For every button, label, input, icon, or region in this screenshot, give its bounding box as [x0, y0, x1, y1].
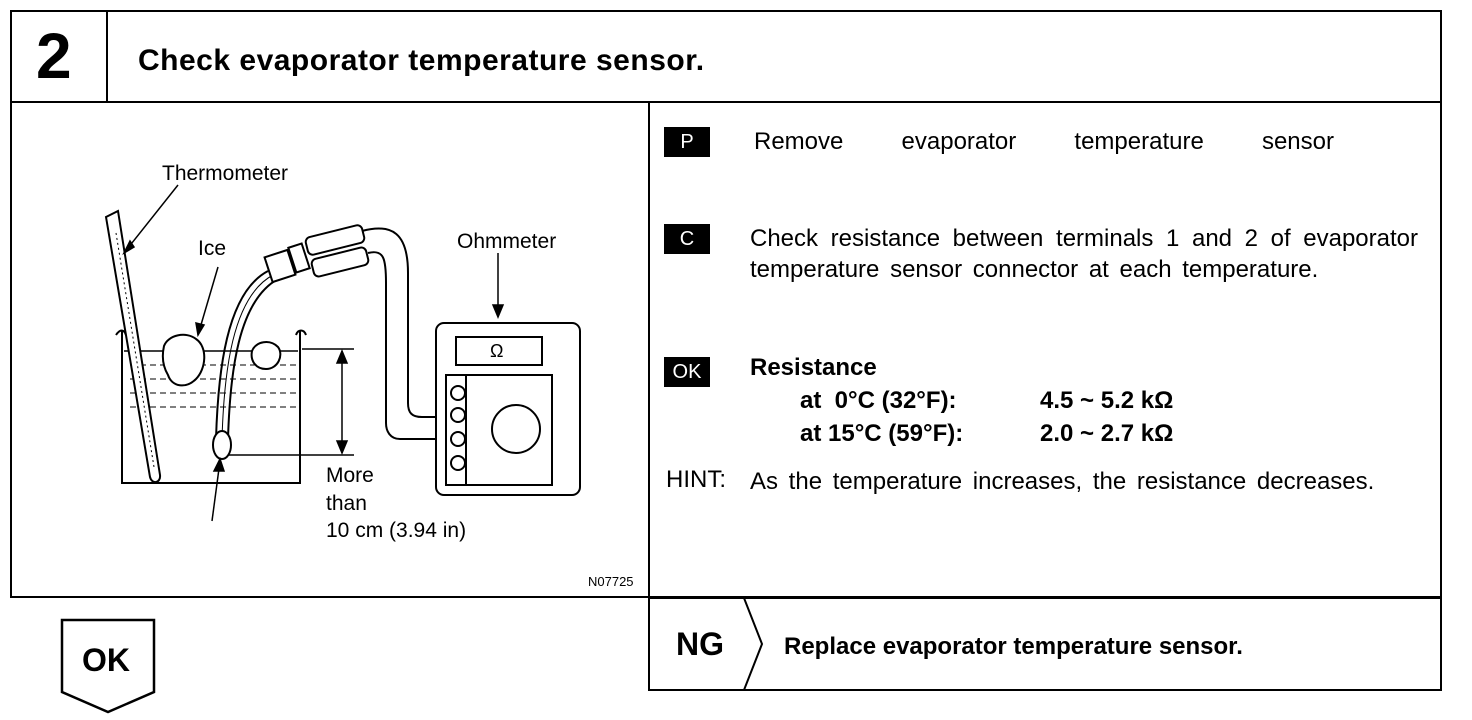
thermometer-label: Thermometer: [162, 162, 289, 185]
sensor-probe: [212, 270, 279, 460]
ng-result-box: [648, 597, 1442, 691]
ok-result-label: OK: [82, 642, 130, 678]
c-badge: C: [664, 224, 710, 254]
ng-divider-arrow: [743, 598, 764, 690]
hint-label: HINT:: [666, 466, 726, 493]
distance-label-line2: than: [326, 492, 367, 515]
figure-id: N07725: [588, 574, 634, 589]
test-leads: [361, 227, 450, 440]
procedure-box: [648, 101, 1442, 598]
remove-instruction: Remove evaporator temperature sensor: [754, 128, 1334, 155]
ng-label: NG: [676, 626, 724, 662]
distance-label-line1: More: [326, 464, 374, 487]
distance-label-line3: 10 cm (3.94 in): [326, 519, 467, 542]
depth-dimension: [222, 348, 354, 456]
ohmmeter: [435, 322, 581, 496]
ohmmeter-label: Ohmmeter: [457, 230, 557, 253]
resistance-condition-2: at 15°C (59°F):: [800, 420, 964, 447]
ice-cube: [250, 341, 282, 371]
sensor-test-diagram: [104, 184, 581, 522]
sensor-connector: [263, 224, 370, 284]
step-title: Check evaporator temperature sensor.: [138, 44, 705, 77]
ng-action-text: Replace evaporator temperature sensor.: [784, 633, 1243, 660]
ice-cube: [161, 333, 206, 387]
resistance-condition-1: at 0°C (32°F):: [800, 387, 957, 414]
thermometer: [104, 209, 162, 483]
ok-result-box: [60, 618, 156, 714]
p-badge: P: [664, 127, 710, 157]
resistance-value-2: 2.0 ~ 2.7 kΩ: [1040, 420, 1174, 447]
ohm-symbol: Ω: [490, 341, 504, 361]
leader-lines: [122, 184, 505, 522]
check-instruction: Check resistance between terminals 1 and…: [750, 225, 1418, 283]
hint-text: As the temperature increases, the resist…: [750, 468, 1375, 495]
resistance-value-1: 4.5 ~ 5.2 kΩ: [1040, 387, 1174, 414]
ice-label: Ice: [198, 237, 227, 260]
ok-badge: OK: [664, 357, 710, 387]
resistance-heading: Resistance: [750, 354, 877, 381]
step-number: 2: [36, 20, 72, 92]
